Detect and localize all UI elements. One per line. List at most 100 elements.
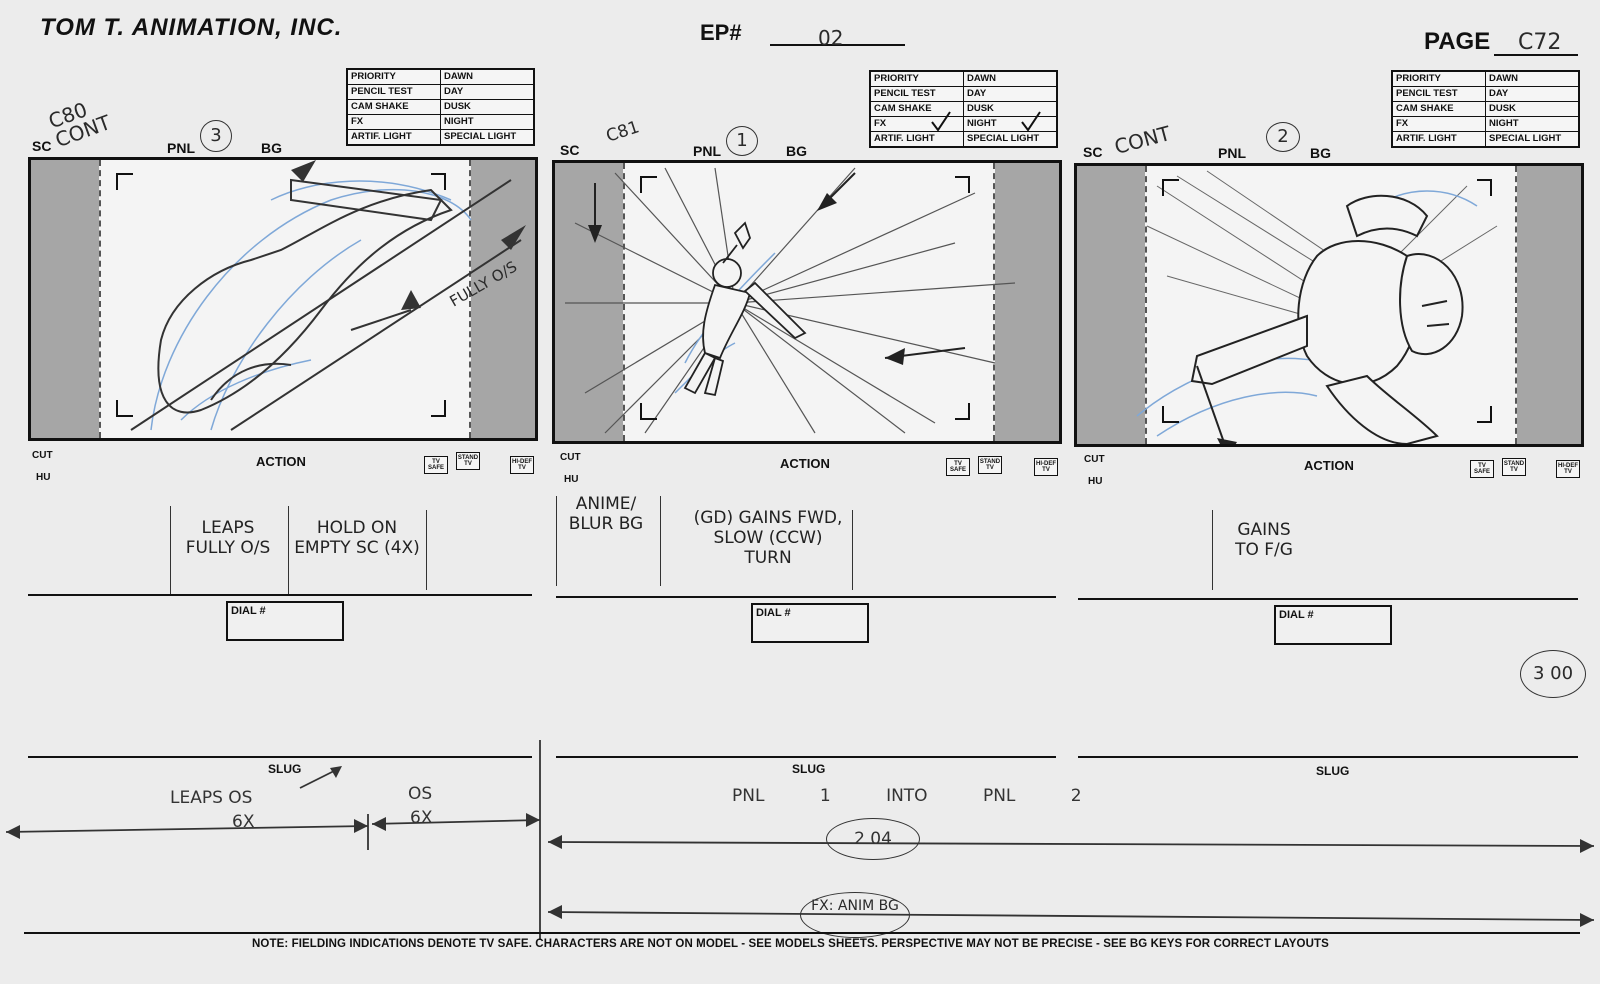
action-label: ACTION — [1304, 458, 1354, 473]
stand-tv-box: STAND TV — [1502, 458, 1526, 476]
pnl-label: PNL — [167, 140, 195, 156]
episode-label: EP# — [700, 20, 742, 45]
note-divider — [170, 506, 171, 596]
tv-safe-box: TV SAFE — [946, 458, 970, 476]
pnl-label: PNL — [693, 143, 721, 159]
panel-number: 1 — [726, 126, 758, 156]
note-divider — [556, 496, 557, 586]
slug-label: SLUG — [792, 762, 826, 776]
checklist-label: DAWN — [1485, 70, 1580, 87]
safe-line-right — [1515, 166, 1517, 444]
checklist-label: DUSK — [440, 99, 535, 115]
hi-def-tv-box: HI-DEF TV — [1034, 458, 1058, 476]
dial-label: DIAL # — [231, 605, 266, 617]
note-divider — [1212, 510, 1213, 590]
checklist-label: NIGHT — [1485, 116, 1580, 132]
timing-note: OS — [408, 784, 433, 804]
bg-label: BG — [1310, 145, 1331, 161]
checklist-label: CAM SHAKE — [346, 99, 441, 115]
notes-rule — [556, 596, 1056, 598]
timing-arrows-icon — [5, 740, 1595, 940]
check-mark-icons — [931, 111, 1041, 132]
checklist-label: ARTIF. LIGHT — [1391, 131, 1486, 148]
footer-rule — [24, 932, 1580, 934]
action-label: ACTION — [256, 454, 306, 469]
checklist-label: DAY — [440, 84, 535, 100]
note-divider — [288, 506, 289, 596]
note-divider — [852, 510, 853, 590]
tv-safe-box: TV SAFE — [424, 456, 448, 474]
episode-line — [770, 44, 905, 46]
action-note: (GD) GAINS FWD, SLOW (CCW) TURN — [693, 508, 843, 568]
timing-note: LEAPS OS — [170, 788, 253, 808]
checklist-label: CAM SHAKE — [1391, 101, 1486, 117]
hero-flying-burst-sketch-icon — [565, 167, 1016, 434]
scene-number: C81 — [603, 117, 642, 147]
tv-safe-shade-left — [31, 160, 99, 438]
dial-label: DIAL # — [756, 607, 791, 619]
slug-label: SLUG — [268, 762, 302, 776]
bg-label: BG — [261, 140, 282, 156]
page-label: PAGE — [1424, 28, 1491, 55]
tv-safe-shade-right — [995, 163, 1059, 441]
scene-number: C80 CONT — [45, 97, 114, 153]
action-note: ANIME/ BLUR BG — [568, 494, 644, 534]
checklist-label: NIGHT — [440, 114, 535, 130]
tv-safe-shade-left — [555, 163, 623, 441]
checklist-label: PENCIL TEST — [869, 86, 964, 102]
checklist-label: PENCIL TEST — [1391, 86, 1486, 102]
timing-count: 6X — [232, 812, 255, 832]
safe-line-left — [1145, 166, 1147, 444]
checklist-label: PRIORITY — [346, 68, 441, 85]
checklist-label: ARTIF. LIGHT — [346, 129, 441, 146]
checklist-label: SPECIAL LIGHT — [963, 131, 1058, 148]
bg-label: BG — [786, 143, 807, 159]
footer-note: NOTE: FIELDING INDICATIONS DENOTE TV SAF… — [252, 938, 1329, 950]
action-note: LEAPS FULLY O/S — [185, 518, 271, 558]
checklist-label: FX — [346, 114, 441, 130]
page-number: C72 — [1518, 30, 1562, 55]
tv-safe-shade-right — [471, 160, 535, 438]
hu-label: HU — [36, 472, 51, 483]
dial-box: DIAL # — [226, 601, 344, 641]
checklist-label: PRIORITY — [1391, 70, 1486, 87]
tv-safe-shade-right — [1517, 166, 1581, 444]
dial-box: DIAL # — [751, 603, 869, 643]
tv-safe-shade-left — [1077, 166, 1145, 444]
stand-tv-box: STAND TV — [978, 456, 1002, 474]
notes-rule — [1078, 598, 1578, 600]
sc-label: SC — [560, 142, 580, 158]
cut-label: CUT — [32, 450, 53, 461]
episode-number: 02 — [818, 26, 844, 50]
panel-number: 2 — [1266, 122, 1300, 152]
slug-label: SLUG — [1316, 764, 1350, 778]
slug-rule — [28, 756, 532, 758]
checklist-label: DAY — [1485, 86, 1580, 102]
panel-number: 3 — [200, 120, 232, 152]
action-label: ACTION — [780, 456, 830, 471]
timing-note: PNL 1 INTO PNL 2 — [732, 786, 1082, 806]
note-divider — [426, 510, 427, 590]
scene-number: CONT — [1111, 121, 1174, 159]
hi-def-tv-box: HI-DEF TV — [1556, 460, 1580, 478]
checklist-label: DAWN — [963, 70, 1058, 87]
action-note: HOLD ON EMPTY SC (4X) — [294, 518, 420, 558]
stand-tv-box: STAND TV — [456, 452, 480, 470]
dial-box: DIAL # — [1274, 605, 1392, 645]
hi-def-tv-box: HI-DEF TV — [510, 456, 534, 474]
slug-rule — [1078, 756, 1578, 758]
safe-line-right — [993, 163, 995, 441]
checklist-label: SPECIAL LIGHT — [440, 129, 535, 146]
hero-closeup-flying-sketch-icon — [1136, 170, 1498, 444]
storyboard-frame-1 — [28, 157, 538, 441]
checklist-label: FX — [1391, 116, 1486, 132]
checklist-label: DAY — [963, 86, 1058, 102]
notes-rule — [28, 594, 532, 596]
sc-label: SC — [1083, 144, 1103, 160]
timing-duration: 2 04 — [826, 818, 920, 860]
page-line — [1494, 54, 1578, 56]
checklist-label: SPECIAL LIGHT — [1485, 131, 1580, 148]
